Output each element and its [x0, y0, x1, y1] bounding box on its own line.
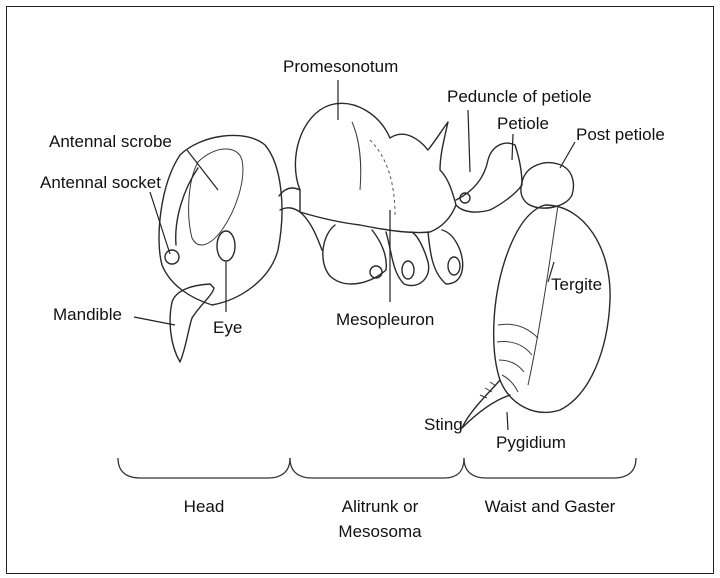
label-antennal-scrobe: Antennal scrobe: [49, 133, 172, 150]
section-braces: [118, 458, 636, 478]
label-antennal-socket: Antennal socket: [40, 174, 161, 191]
label-peduncle-of-petiole: Peduncle of petiole: [447, 88, 592, 105]
label-petiole: Petiole: [497, 115, 549, 132]
section-waist-and-gaster: Waist and Gaster: [470, 495, 630, 520]
label-eye: Eye: [213, 319, 242, 336]
section-alitrunk-line2: Mesosoma: [310, 520, 450, 545]
ant-post-petiole: [521, 163, 574, 208]
ant-alitrunk: [295, 103, 456, 250]
section-alitrunk: Alitrunk or Mesosoma: [310, 495, 450, 544]
section-head: Head: [154, 495, 254, 520]
label-post-petiole: Post petiole: [576, 126, 665, 143]
mandible-shape: [170, 284, 214, 362]
label-mandible: Mandible: [53, 306, 122, 323]
label-promesonotum: Promesonotum: [283, 58, 398, 75]
ant-head: [159, 135, 282, 305]
ant-legs: [323, 225, 463, 286]
label-mesopleuron: Mesopleuron: [336, 311, 434, 328]
section-alitrunk-line1: Alitrunk or: [310, 495, 450, 520]
ant-gaster: [462, 205, 610, 428]
label-sting: Sting: [424, 416, 463, 433]
label-pygidium: Pygidium: [496, 434, 566, 451]
label-tergite: Tergite: [551, 276, 602, 293]
